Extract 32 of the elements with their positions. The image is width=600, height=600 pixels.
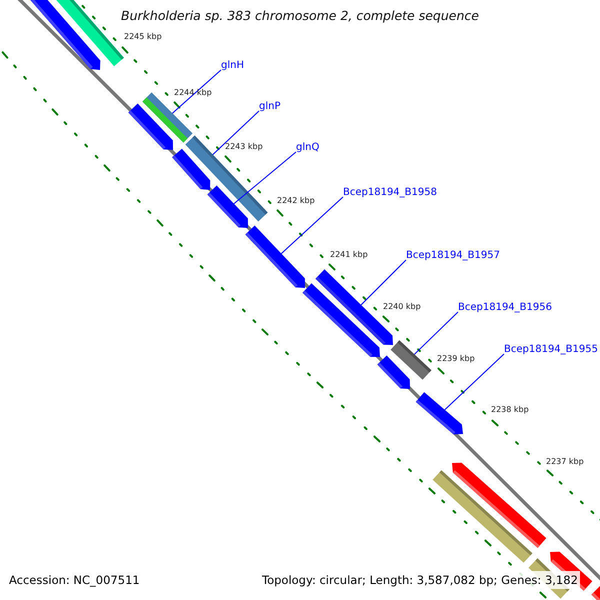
tick-label: 2237 kbp — [546, 457, 584, 467]
leader-line — [280, 196, 344, 254]
gene-label: Bcep18194_B1957 — [406, 250, 500, 262]
gene-feature — [172, 148, 210, 190]
gene-label: Bcep18194_B1956 — [458, 302, 552, 314]
tick-label: 2241 kbp — [330, 250, 368, 260]
leader-line — [360, 260, 406, 306]
gene-feature — [377, 356, 410, 389]
gene-label: glnQ — [296, 142, 320, 154]
tick-label: 2238 kbp — [491, 405, 529, 415]
gene-feature — [302, 283, 380, 357]
diagram-title: Burkholderia sp. 383 chromosome 2, complete sequence — [121, 8, 479, 23]
tick-label: 2244 kbp — [174, 88, 212, 98]
gene-label: glnP — [259, 101, 280, 113]
gene-feature — [416, 392, 463, 434]
gene-label: glnH — [221, 60, 244, 72]
leader-line — [172, 70, 222, 114]
gene-label: Bcep18194_B1955 — [504, 344, 598, 356]
tick-label: 2243 kbp — [225, 142, 263, 152]
tick-label: 2240 kbp — [383, 302, 421, 312]
gene-feature — [207, 186, 248, 228]
gene-feature — [128, 104, 173, 150]
leader-line — [414, 312, 458, 355]
gene-feature — [245, 226, 305, 288]
gene-label: Bcep18194_B1958 — [343, 187, 437, 199]
leader-line — [233, 152, 296, 204]
leader-line — [212, 110, 260, 156]
gene-feature — [432, 470, 532, 563]
info-text: Topology: circular; Length: 3,587,082 bp; Genes: 3,182 — [260, 571, 580, 589]
gene-feature — [591, 585, 600, 600]
leader-line — [444, 354, 504, 410]
tick-label: 2242 kbp — [277, 196, 315, 206]
